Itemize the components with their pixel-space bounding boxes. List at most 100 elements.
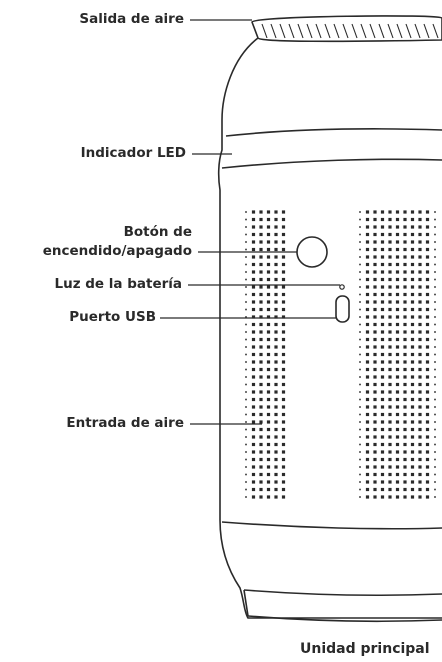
perforation-dot [425, 405, 430, 409]
perforation-dot [373, 285, 377, 289]
perforation-dot [418, 427, 422, 432]
perforation-dot [245, 398, 247, 401]
perforation-dot [403, 247, 407, 252]
perforation-dot [245, 443, 247, 446]
perforation-dot [365, 210, 370, 214]
grille-slat [378, 23, 385, 39]
perforation-dot [274, 247, 278, 252]
perforation-dot [425, 337, 430, 342]
base-top [243, 589, 442, 596]
perforation-dot [373, 345, 377, 349]
perforation-dot [259, 442, 263, 447]
perforation-dot [259, 472, 263, 477]
perforation-dot [359, 391, 361, 393]
perforation-dot [245, 451, 247, 453]
grille-slat [396, 23, 403, 39]
perforation-dot [365, 360, 370, 364]
perforation-dot [259, 405, 263, 409]
perforation-dot [266, 285, 271, 289]
perforation-dot [434, 218, 436, 221]
perforation-dot [418, 262, 422, 267]
perforation-dot [274, 217, 278, 222]
perforation-dot [395, 360, 400, 364]
perforation-dot [434, 436, 436, 438]
perforation-dot [434, 256, 436, 258]
perforation-dot [266, 390, 271, 394]
perforation-dot [259, 255, 263, 259]
perforation-dot [418, 240, 422, 244]
perforation-dot [373, 277, 377, 282]
perforation-dot [359, 436, 361, 438]
perforation-dot [373, 300, 377, 304]
perforation-dot [434, 466, 436, 468]
perforation-dot [418, 375, 422, 379]
perforation-dot [373, 427, 377, 432]
perforation-dot [373, 397, 377, 402]
perforation-dot [434, 428, 436, 431]
perforation-dot [380, 345, 385, 349]
perforation-dot [380, 412, 385, 417]
base-side [243, 589, 249, 617]
perforation-dot [245, 233, 247, 236]
perforation-dot [359, 331, 361, 333]
perforation-dot [274, 210, 278, 214]
perforation-dot [418, 225, 422, 229]
perforation-dot [403, 450, 407, 454]
perforation-dot [373, 420, 377, 424]
perforation-dot [245, 481, 247, 483]
perforation-dot [251, 435, 256, 439]
perforation-dot [359, 473, 361, 476]
perforation-dot [395, 337, 400, 342]
perforation-dot [281, 427, 286, 432]
perforation-dot [281, 390, 286, 394]
perforation-dot [425, 382, 430, 387]
perforation-dot [359, 346, 361, 348]
perforation-dot [373, 315, 377, 319]
perforation-dot [395, 487, 400, 492]
perforation-dot [365, 330, 370, 334]
perforation-dot [365, 352, 370, 357]
perforation-dot [418, 277, 422, 282]
perforation-dot [403, 397, 407, 402]
perforation-dot [403, 345, 407, 349]
perforation-dot [434, 338, 436, 341]
perforation-dot [395, 345, 400, 349]
perforation-dot [434, 488, 436, 491]
perforation-dot [373, 292, 377, 297]
perforation-dot [259, 360, 263, 364]
perforation-dot [359, 443, 361, 446]
perforation-dot [388, 330, 392, 334]
perforation-dot [373, 232, 377, 237]
perforation-dot [388, 487, 392, 492]
perforation-dot [380, 330, 385, 334]
perforation-dot [425, 247, 430, 252]
perforation-dot [434, 226, 436, 228]
perforation-dot [259, 487, 263, 492]
perforation-dot [388, 360, 392, 364]
perforation-dot [403, 330, 407, 334]
perforation-dot [259, 427, 263, 432]
power-button-shape [296, 236, 328, 268]
perforation-dot [403, 255, 407, 259]
perforation-dot [388, 262, 392, 267]
perforation-dot [425, 457, 430, 462]
perforation-dot [359, 451, 361, 453]
perforation-dot [388, 307, 392, 312]
perforation-dot [274, 427, 278, 432]
perforation-dot [418, 420, 422, 424]
perforation-dot [434, 406, 436, 408]
perforation-dot [281, 442, 286, 447]
perforation-dot [395, 420, 400, 424]
perforation-dot [395, 330, 400, 334]
perforation-dot [359, 248, 361, 251]
perforation-dot [266, 442, 271, 447]
perforation-dot [266, 495, 271, 499]
perforation-dot [274, 322, 278, 327]
perforation-dot [388, 405, 392, 409]
perforation-dot [359, 488, 361, 491]
grille-slat [387, 23, 394, 39]
grille-slat [261, 23, 268, 39]
base-bottom [247, 615, 442, 622]
grille-slat [306, 23, 313, 39]
perforation-dot [388, 270, 392, 274]
